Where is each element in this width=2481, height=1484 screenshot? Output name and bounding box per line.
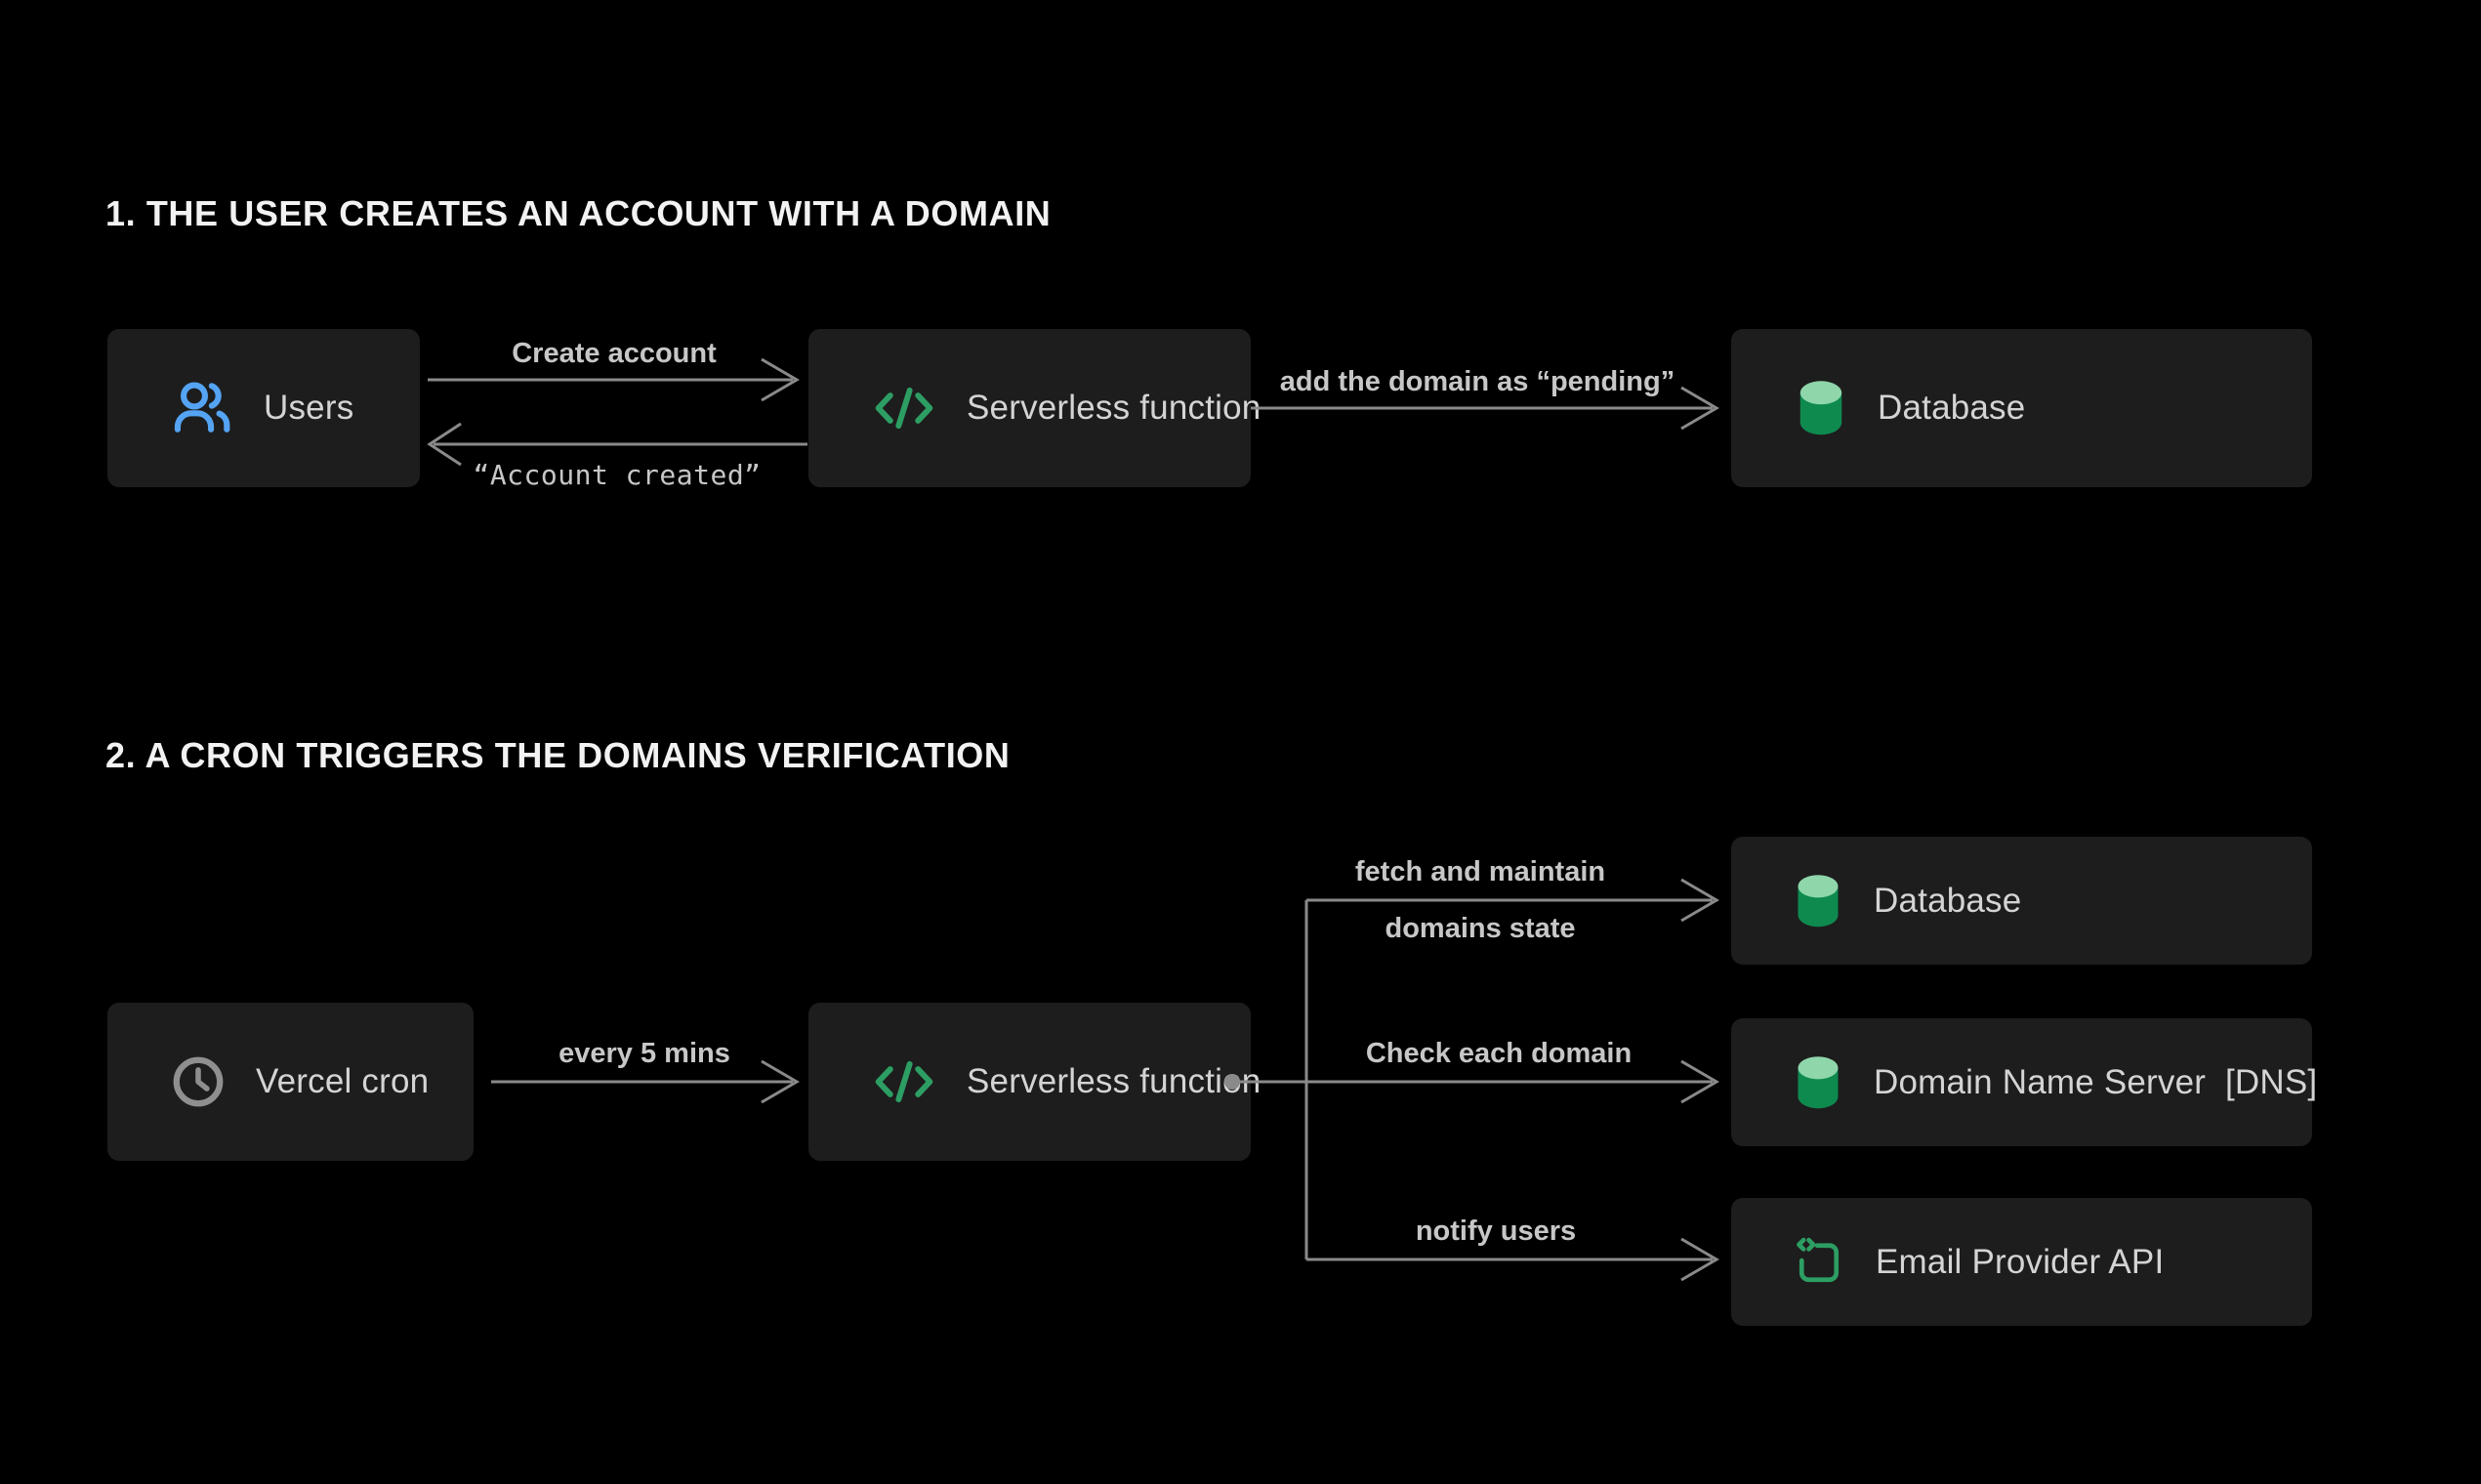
api-icon bbox=[1792, 1235, 1846, 1290]
node-serverless-function-1: Serverless function bbox=[808, 329, 1261, 487]
node-vercel-cron-label: Vercel cron bbox=[256, 1062, 430, 1100]
edge-label-check-domain: Check each domain bbox=[1365, 1038, 1633, 1069]
node-email-provider: Email Provider API bbox=[1731, 1198, 2312, 1326]
arrowhead-right bbox=[1680, 1059, 1719, 1104]
node-database-2: Database bbox=[1731, 837, 2312, 965]
node-serverless-label: Serverless function bbox=[967, 389, 1261, 427]
arrowhead-right bbox=[1680, 1237, 1719, 1282]
node-database-1: Database bbox=[1731, 329, 2312, 487]
node-dns: Domain Name Server [DNS] bbox=[1731, 1018, 2317, 1146]
edge-label-fetch-maintain-line1: fetch and maintain bbox=[1354, 856, 1606, 887]
node-database-label: Database bbox=[1874, 881, 2022, 920]
edge-label-fetch-maintain-line2: domains state bbox=[1385, 913, 1576, 944]
node-email-provider-label: Email Provider API bbox=[1876, 1242, 2165, 1281]
edge-label-create-account: Create account bbox=[512, 338, 717, 369]
clock-icon bbox=[170, 1053, 227, 1110]
users-icon bbox=[170, 377, 234, 439]
section-1-title: 1. THE USER CREATES AN ACCOUNT WITH A DO… bbox=[105, 193, 1052, 233]
arrowhead-left bbox=[427, 422, 462, 467]
node-users: Users bbox=[107, 329, 420, 487]
edge-label-add-pending: add the domain as “pending” bbox=[1279, 366, 1675, 397]
node-vercel-cron: Vercel cron bbox=[107, 1003, 474, 1161]
edge-label-notify-users: notify users bbox=[1415, 1216, 1577, 1247]
database-icon bbox=[1792, 1054, 1844, 1111]
node-dns-label: Domain Name Server [DNS] bbox=[1874, 1062, 2318, 1101]
node-serverless-function-2: Serverless function bbox=[808, 1003, 1261, 1161]
arrowhead-right bbox=[761, 1059, 800, 1104]
node-database-label: Database bbox=[1878, 389, 2026, 427]
node-serverless-label: Serverless function bbox=[967, 1062, 1261, 1100]
edge-label-every-5-mins: every 5 mins bbox=[558, 1038, 730, 1069]
node-users-label: Users bbox=[264, 389, 354, 427]
arrowhead-right bbox=[1680, 878, 1719, 923]
arrowhead-right bbox=[761, 357, 800, 402]
arrowhead-right bbox=[1680, 386, 1719, 431]
database-icon bbox=[1792, 873, 1844, 929]
database-icon bbox=[1794, 379, 1848, 437]
section-2-title: 2. A CRON TRIGGERS THE DOMAINS VERIFICAT… bbox=[105, 735, 1011, 775]
code-icon bbox=[871, 378, 937, 438]
edge-label-account-created: “Account created” bbox=[473, 459, 762, 491]
code-icon bbox=[871, 1051, 937, 1112]
